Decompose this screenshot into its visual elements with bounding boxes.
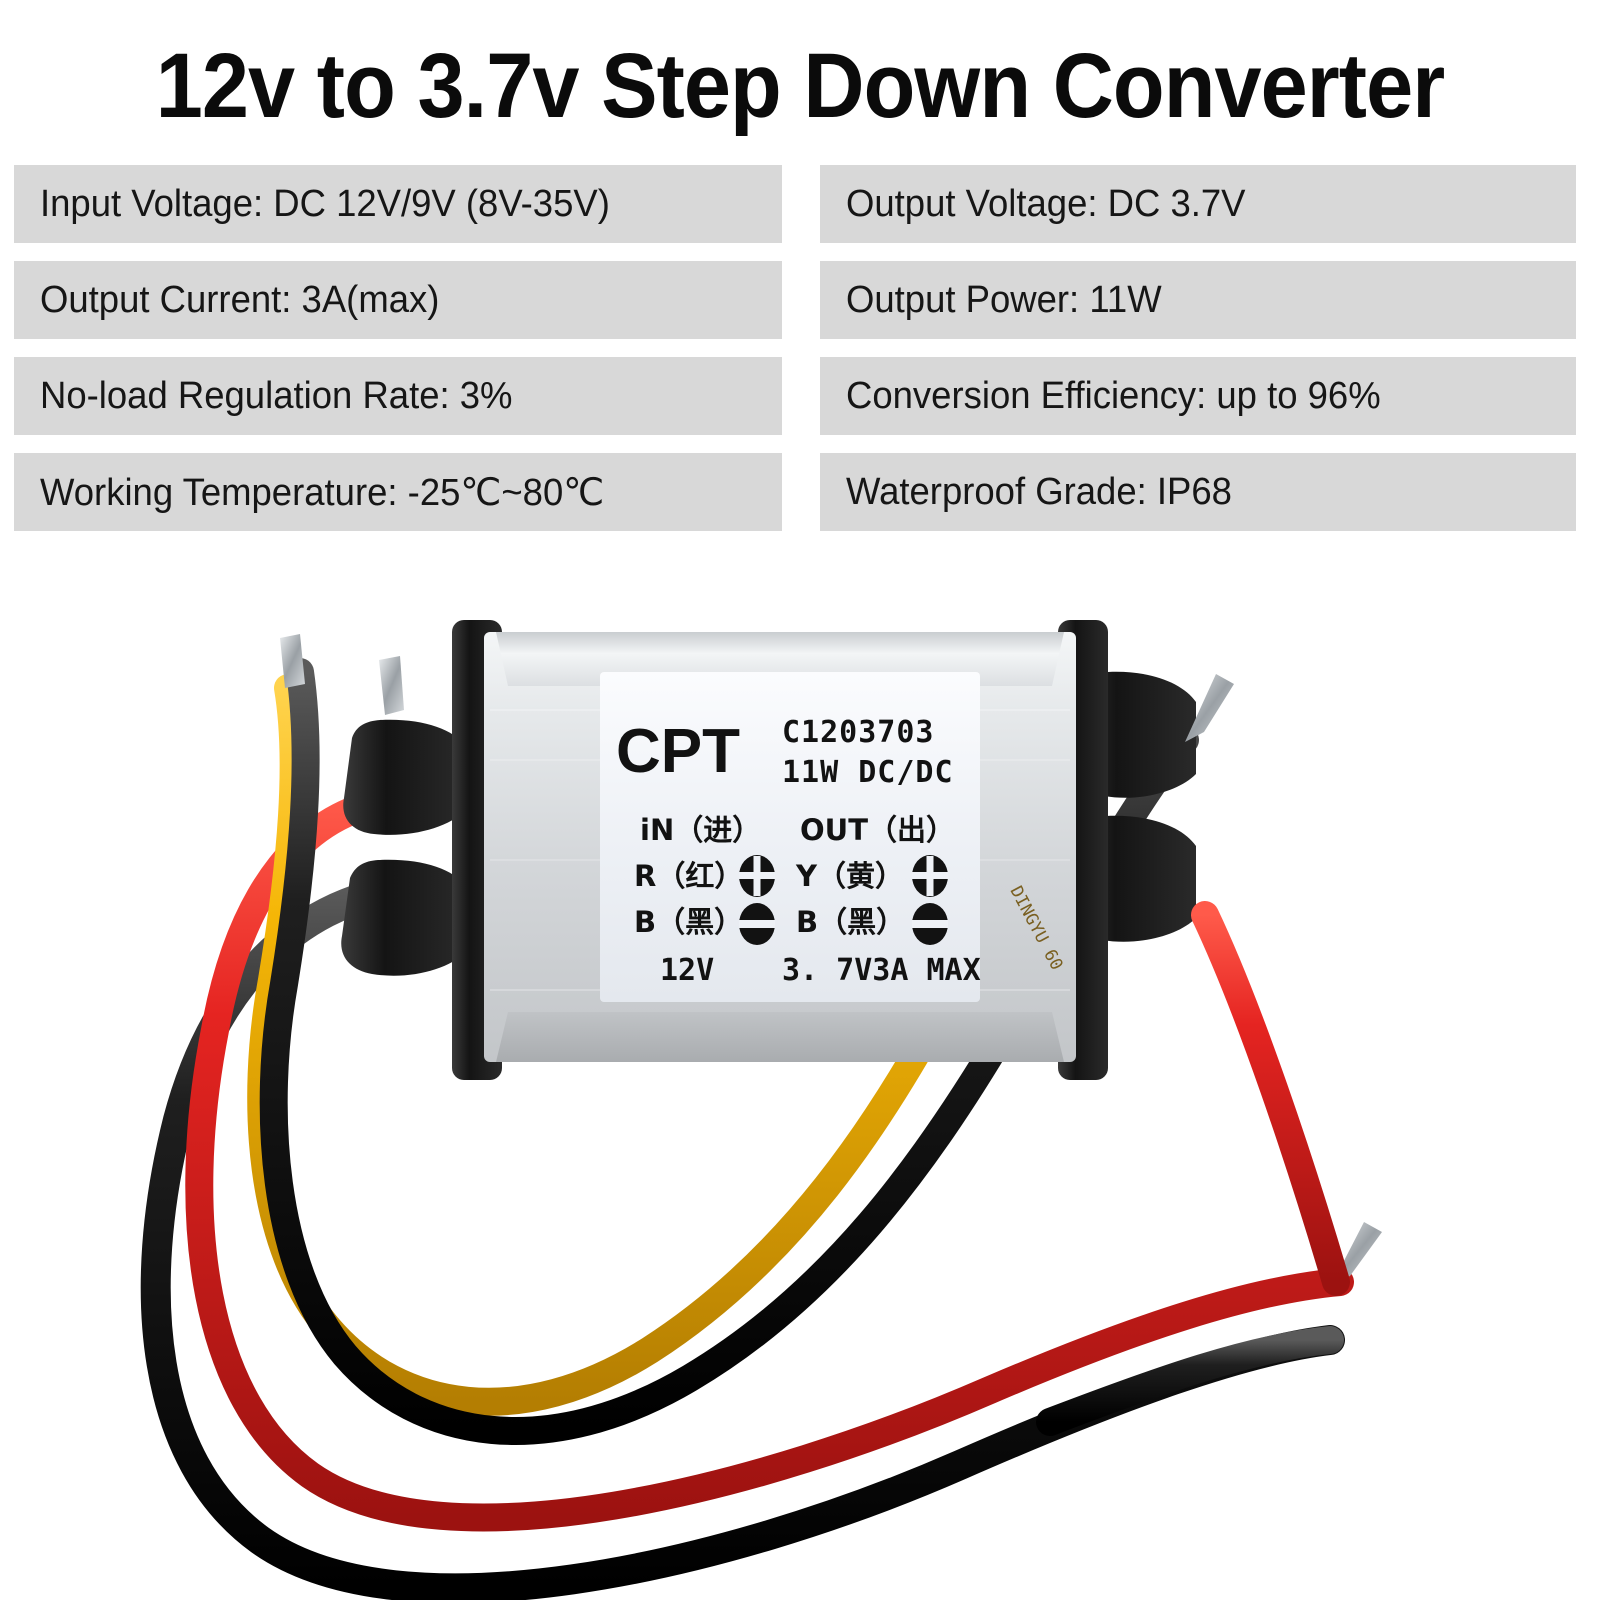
wire-red-output-stub [1191,901,1350,1296]
wire-red-input [185,786,1354,1532]
boot-lower-left [341,859,466,976]
spec-item: Output Current: 3A(max) [14,261,782,339]
spec-item: Conversion Efficiency: up to 96% [820,357,1576,435]
spec-item: No-load Regulation Rate: 3% [14,357,782,435]
label-input-heading: iN（进） [640,813,761,847]
label-model-code: C1203703 [782,715,935,750]
spec-text: Working Temperature: -25℃~80℃ [40,471,605,514]
wire-black-tail [1036,1326,1344,1436]
product-label: CPT C1203703 11W DC/DC iN（进） OUT（出） R（红）… [600,672,981,1002]
spec-item: Input Voltage: DC 12V/9V (8V-35V) [14,165,782,243]
product-photo: CPT C1203703 11W DC/DC iN（进） OUT（出） R（红）… [0,560,1600,1600]
boot-upper-left [343,719,466,835]
left-wire-boots [341,719,466,976]
spec-column-left: Input Voltage: DC 12V/9V (8V-35V) Output… [14,165,782,549]
housing-bottom-bevel [496,1012,1064,1062]
spec-text: Input Voltage: DC 12V/9V (8V-35V) [40,182,610,225]
spec-item: Working Temperature: -25℃~80℃ [14,453,782,531]
spec-column-right: Output Voltage: DC 3.7V Output Power: 11… [820,165,1576,549]
spec-item: Output Voltage: DC 3.7V [820,165,1576,243]
wire-tip-black-right [1185,674,1234,742]
spec-grid: Input Voltage: DC 12V/9V (8V-35V) Output… [0,165,1600,555]
label-rating: 11W DC/DC [782,755,954,790]
spec-item: Waterproof Grade: IP68 [820,453,1576,531]
label-input-positive: R（红） [634,859,743,893]
wire-tip-black-left [379,656,404,715]
page-title: 12v to 3.7v Step Down Converter [155,35,1445,137]
wire-tip-yellow-left [280,634,305,688]
spec-item: Output Power: 11W [820,261,1576,339]
label-output-heading: OUT（出） [800,813,955,847]
minus-icon [739,903,775,945]
label-output-voltage: 3. 7V3A MAX [782,953,981,988]
plus-icon [912,855,948,897]
spec-text: No-load Regulation Rate: 3% [40,374,513,417]
spec-text: Conversion Efficiency: up to 96% [846,374,1381,417]
label-input-negative: B（黑） [634,905,743,939]
label-output-negative: B（黑） [796,905,905,939]
label-sticker [600,672,980,1002]
spec-text: Output Current: 3A(max) [40,278,440,321]
spec-text: Waterproof Grade: IP68 [846,470,1232,513]
label-brand: CPT [616,717,740,786]
plus-icon [739,855,775,897]
spec-text: Output Power: 11W [846,278,1162,321]
label-input-voltage: 12V [660,953,714,988]
label-output-positive: Y（黄） [795,859,904,893]
spec-text: Output Voltage: DC 3.7V [846,182,1246,225]
minus-icon [912,903,948,945]
